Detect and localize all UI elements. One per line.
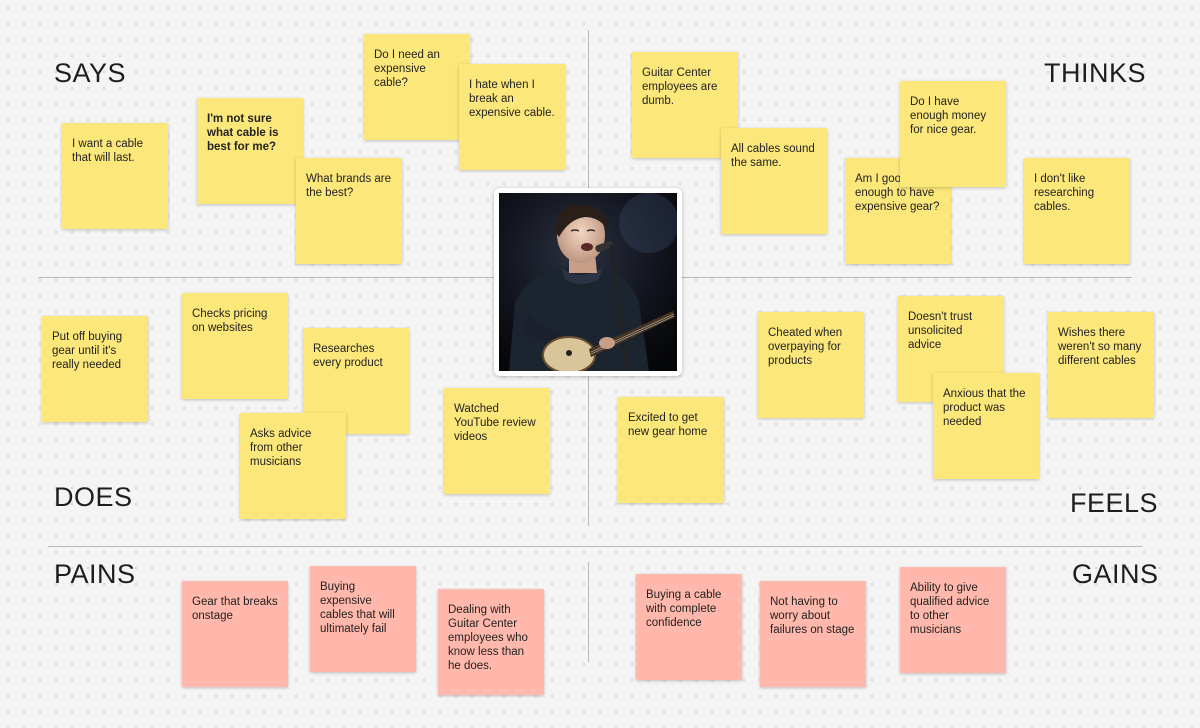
sticky-note-says[interactable]: I'm not sure what cable is best for me?	[197, 98, 303, 204]
sticky-note-pains[interactable]: Dealing with Guitar Center employees who…	[438, 589, 544, 695]
sticky-note-pains[interactable]: Buying expensive cables that will ultima…	[310, 566, 416, 672]
sticky-note-gains[interactable]: Ability to give qualified advice to othe…	[900, 567, 1006, 673]
sticky-note-thinks[interactable]: Am I good enough to have expensive gear?	[845, 158, 951, 264]
gains-label: GAINS	[1072, 559, 1159, 589]
guitarist-singing-icon	[499, 193, 677, 371]
horizontal-divider-bottom	[48, 546, 1142, 547]
says-label: SAYS	[54, 58, 127, 88]
thinks-label: THINKS	[1044, 58, 1147, 88]
sticky-note-says[interactable]: I want a cable that will last.	[62, 123, 168, 229]
pains-label: PAINS	[54, 559, 136, 589]
vertical-divider-bottom	[588, 562, 589, 662]
sticky-note-pains[interactable]: Gear that breaks onstage	[182, 581, 288, 687]
sticky-note-feels[interactable]: Cheated when overpaying for products	[758, 312, 864, 418]
sticky-note-does[interactable]: Watched YouTube review videos	[444, 388, 550, 494]
sticky-note-thinks[interactable]: Do I have enough money for nice gear.	[900, 81, 1006, 187]
sticky-note-thinks[interactable]: All cables sound the same.	[721, 128, 827, 234]
sticky-note-says[interactable]: Do I need an expensive cable?	[364, 34, 470, 140]
sticky-note-thinks[interactable]: I don't like researching cables.	[1024, 158, 1130, 264]
sticky-note-does[interactable]: Checks pricing on websites	[182, 293, 288, 399]
sticky-note-says[interactable]: I hate when I break an expensive cable.	[459, 64, 565, 170]
sticky-note-gains[interactable]: Not having to worry about failures on st…	[760, 581, 866, 687]
sticky-note-feels[interactable]: Anxious that the product was needed	[933, 373, 1039, 479]
sticky-note-feels[interactable]: Excited to get new gear home	[618, 397, 724, 503]
does-label: DOES	[54, 482, 133, 512]
feels-label: FEELS	[1070, 488, 1159, 518]
sticky-note-does[interactable]: Put off buying gear until it's really ne…	[42, 316, 148, 422]
sticky-note-thinks[interactable]: Guitar Center employees are dumb.	[632, 52, 738, 158]
sticky-note-feels[interactable]: Wishes there weren't so many different c…	[1048, 312, 1154, 418]
sticky-note-gains[interactable]: Buying a cable with complete confidence	[636, 574, 742, 680]
sticky-note-says[interactable]: What brands are the best?	[296, 158, 402, 264]
sticky-note-does[interactable]: Asks advice from other musicians	[240, 413, 346, 519]
persona-photo[interactable]	[494, 188, 682, 376]
